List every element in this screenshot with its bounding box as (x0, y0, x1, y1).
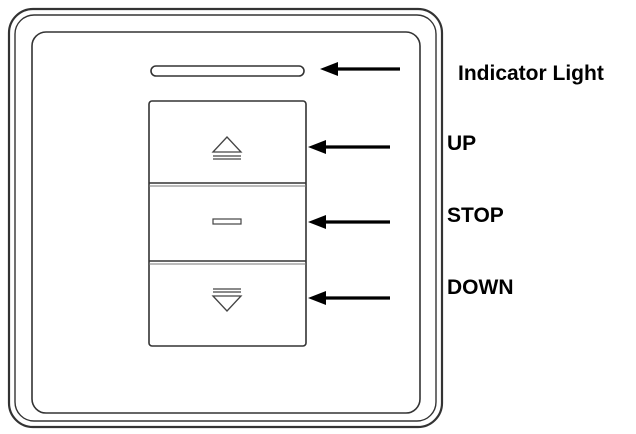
up-button[interactable] (149, 101, 306, 183)
eject-up-icon (211, 136, 243, 160)
switch-outer-frame-inner-line (14, 14, 437, 422)
indicator-arrow (320, 62, 400, 76)
up-arrow (308, 140, 390, 154)
down-arrow (308, 291, 390, 305)
button-stack (148, 100, 307, 347)
indicator-light (150, 65, 305, 77)
stop-dash-icon (212, 218, 242, 225)
switch-inner-plate (31, 31, 421, 414)
eject-down-icon (211, 288, 243, 312)
switch-outer-frame (7, 7, 444, 429)
stop-arrow (308, 215, 390, 229)
stop-button[interactable] (149, 186, 306, 261)
up-label: UP (447, 132, 477, 155)
stop-label: STOP (447, 204, 504, 227)
down-button[interactable] (149, 264, 306, 346)
indicator-light-label: Indicator Light (458, 62, 604, 85)
down-label: DOWN (447, 276, 514, 299)
